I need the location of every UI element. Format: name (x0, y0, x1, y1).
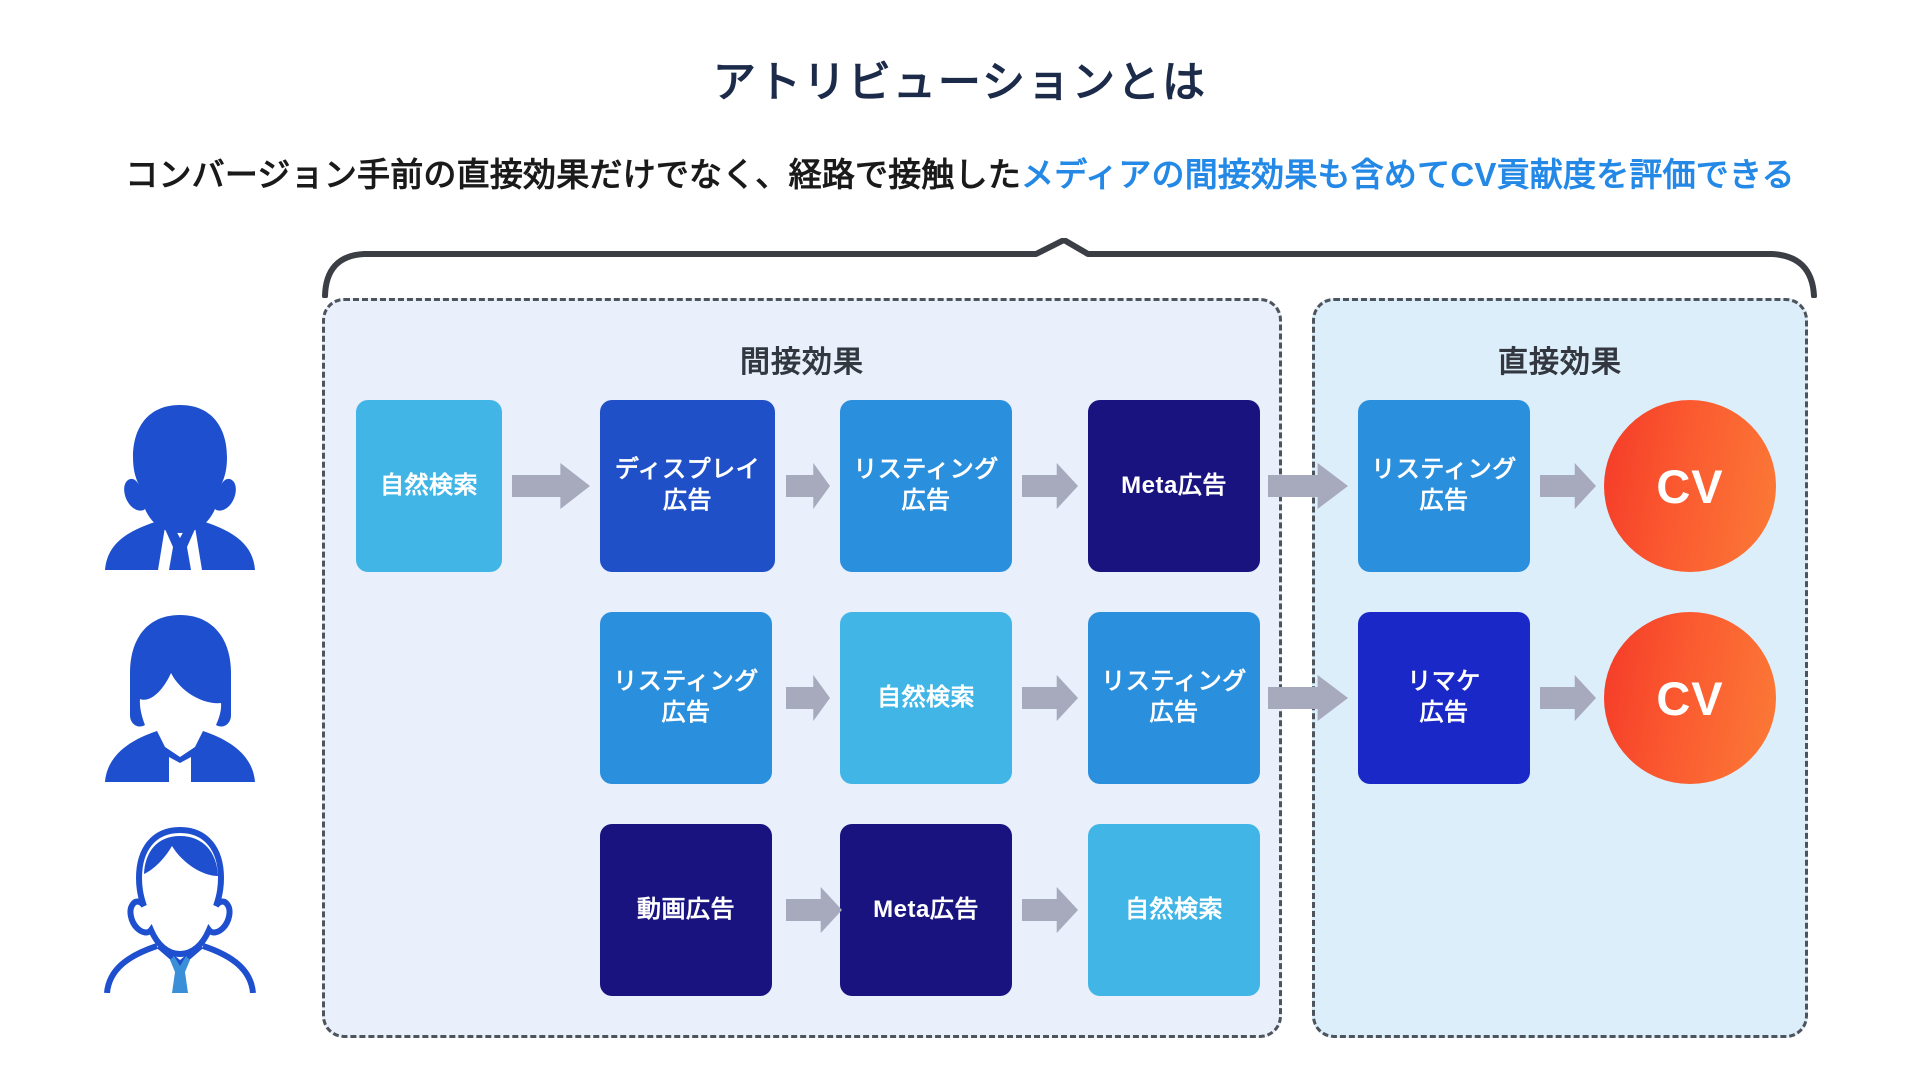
flow-node-label: リスティング 広告 (1101, 668, 1247, 726)
flow-node-label: Meta広告 (873, 895, 979, 923)
flow-node-indirect-r1-2[interactable]: ディスプレイ 広告 (600, 400, 775, 572)
flow-arrow-r2-9 (1540, 675, 1596, 721)
avatar-man-outline-tie (95, 818, 265, 994)
flow-arrow-r1-2 (786, 463, 830, 509)
subtitle-plain-text: コンバージョン手前の直接効果だけでなく、経路で接触した (125, 156, 1022, 193)
flow-arrow-r1-3 (1022, 463, 1078, 509)
flow-arrow-r2-8 (1268, 675, 1348, 721)
flow-node-direct-r1-1[interactable]: リスティング 広告 (1358, 400, 1530, 572)
panel-indirect-effect-title: 間接効果 (740, 346, 864, 379)
flow-node-label: 自然検索 (877, 683, 975, 711)
flow-node-label: リスティング 広告 (1371, 456, 1517, 514)
flow-node-indirect-r1-3[interactable]: リスティング 広告 (840, 400, 1012, 572)
flow-node-label: ディスプレイ 広告 (614, 456, 761, 514)
avatar-woman (95, 607, 265, 782)
flow-arrow-r1-4 (1268, 463, 1348, 509)
cv-circle-r1: CV (1604, 400, 1776, 572)
avatar-man-glasses-suit (95, 395, 265, 570)
flow-node-direct-r2-1[interactable]: リマケ 広告 (1358, 612, 1530, 784)
flow-node-label: リスティング 広告 (613, 668, 759, 726)
flow-node-label: リスティング 広告 (853, 456, 999, 514)
flow-arrow-r3-10 (786, 887, 842, 933)
flow-node-indirect-r2-3[interactable]: リスティング 広告 (1088, 612, 1260, 784)
flow-node-label: リマケ 広告 (1407, 668, 1481, 726)
flow-arrow-r3-11 (1022, 887, 1078, 933)
flow-node-indirect-r2-1[interactable]: リスティング 広告 (600, 612, 772, 784)
flow-node-indirect-r3-2[interactable]: Meta広告 (840, 824, 1012, 996)
flow-node-label: 自然検索 (380, 471, 478, 499)
flow-row-user-1: 自然検索 ディスプレイ 広告 リスティング 広告 Meta広告 リスティング 広告 CV (0, 400, 1920, 575)
flow-row-user-2: リスティング 広告 自然検索 リスティング 広告 リマケ 広告 CV (0, 612, 1920, 787)
top-curly-brace (320, 237, 1820, 299)
flow-node-indirect-r3-1[interactable]: 動画広告 (600, 824, 772, 996)
flow-arrow-r2-6 (786, 675, 830, 721)
flow-arrow-r1-5 (1540, 463, 1596, 509)
flow-node-label: Meta広告 (1121, 471, 1227, 499)
subtitle-accent-text: メディアの間接効果も含めてCV貢献度を評価できる (1021, 156, 1795, 193)
flow-node-indirect-r2-2[interactable]: 自然検索 (840, 612, 1012, 784)
flow-arrow-r2-7 (1022, 675, 1078, 721)
page-subtitle: コンバージョン手前の直接効果だけでなく、経路で接触したメディアの間接効果も含めて… (0, 148, 1920, 196)
flow-node-indirect-r1-4[interactable]: Meta広告 (1088, 400, 1260, 572)
panel-direct-effect-title: 直接効果 (1498, 346, 1622, 379)
flow-node-label: 動画広告 (637, 895, 735, 923)
flow-row-user-3: 動画広告 Meta広告 自然検索 (0, 824, 1920, 999)
flow-node-indirect-r3-3[interactable]: 自然検索 (1088, 824, 1260, 996)
flow-node-label: 自然検索 (1125, 895, 1223, 923)
cv-circle-r2: CV (1604, 612, 1776, 784)
flow-node-indirect-r1-1[interactable]: 自然検索 (356, 400, 502, 572)
page-title: アトリビューションとは (712, 59, 1208, 107)
flow-arrow-r1-1 (512, 463, 590, 509)
